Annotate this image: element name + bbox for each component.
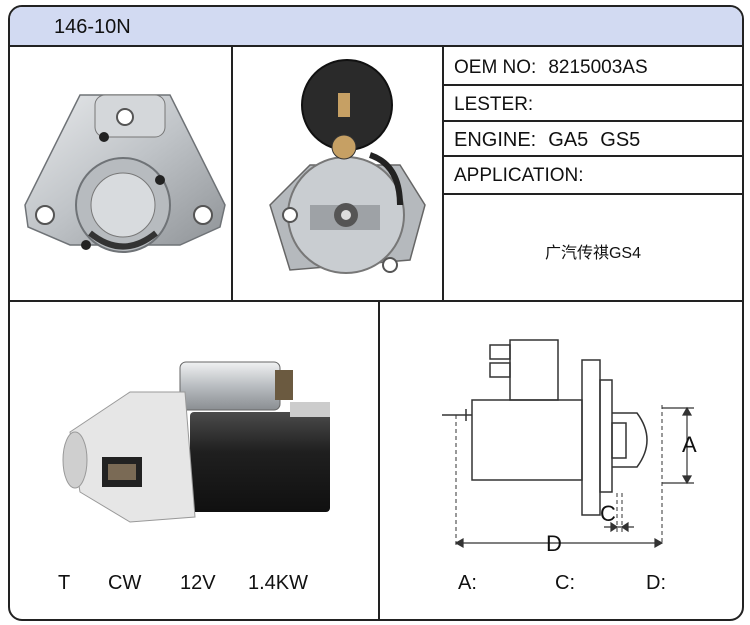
mounting-flange-outline [581, 359, 601, 516]
divider-h-middle [10, 300, 742, 302]
oem-label: OEM NO: [454, 57, 537, 78]
dimension-d-label: D: [646, 572, 666, 594]
spec-row-line-1 [442, 84, 742, 86]
rotation-rating: CW [108, 572, 142, 594]
application-label: APPLICATION: [454, 165, 584, 186]
engine-value-2: GS5 [600, 129, 641, 151]
oem-row: OEM NO: 8215003AS [454, 57, 648, 79]
power-rating: 1.4KW [248, 572, 309, 594]
spec-row-line-3 [442, 155, 742, 157]
divider-v2 [442, 45, 444, 301]
engine-value-1: GA5 [548, 129, 589, 151]
engine-row: ENGINE: GA5 GS5 [454, 129, 640, 152]
application-value: 广汽传祺GS4 [544, 245, 642, 262]
oem-value: 8215003AS [548, 57, 648, 78]
product-card: 146-10N OEM NO: 8215003AS LESTER: ENGINE:… [8, 5, 744, 621]
spec-row-line-4 [442, 193, 742, 195]
diagram-label-c: C [600, 501, 616, 526]
diagram-label-d: D [546, 531, 562, 555]
solenoid-outline [509, 339, 559, 401]
dimension-c-label: C: [555, 572, 575, 594]
application-row: APPLICATION: [454, 165, 584, 187]
engine-label: ENGINE: [454, 129, 537, 151]
diagram-label-a: A [682, 432, 697, 457]
voltage-rating: 12V [180, 572, 216, 594]
starter-side-photo [62, 361, 330, 523]
dimension-a-label: A: [458, 572, 477, 594]
motor-body-outline [471, 399, 583, 481]
divider-v1 [231, 45, 233, 301]
spec-row-line-2 [442, 120, 742, 122]
lester-row: LESTER: [454, 94, 533, 116]
title-bar: 146-10N [10, 7, 742, 47]
type-rating: T [58, 572, 71, 594]
dimension-diagram: A C D [442, 339, 697, 555]
starter-rear-photo [269, 59, 426, 274]
part-number-title: 146-10N [54, 16, 131, 38]
divider-v3 [378, 300, 380, 619]
lester-label: LESTER: [454, 94, 534, 115]
starter-front-photo [24, 94, 226, 253]
